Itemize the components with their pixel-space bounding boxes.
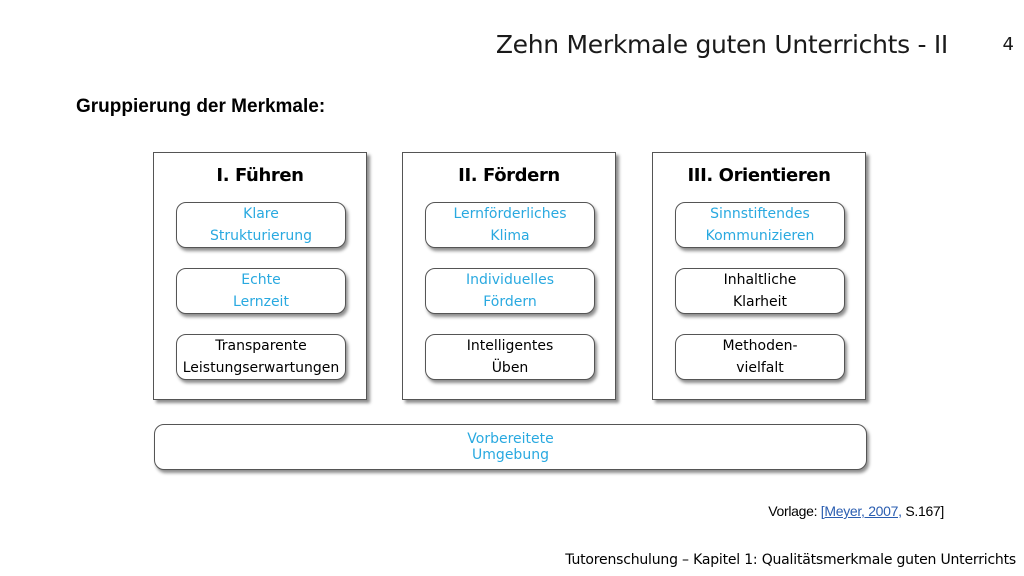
group-fuehren: I. Führen Klare Strukturierung Echte Ler…: [153, 152, 367, 400]
feature-line: Echte: [241, 272, 281, 288]
feature-box: Inhaltliche Klarheit: [675, 268, 845, 314]
feature-box: Transparente Leistungserwartungen: [176, 334, 346, 380]
feature-line: Klima: [490, 228, 530, 244]
source-link[interactable]: [Meyer, 2007,: [820, 503, 902, 519]
slide-title: Zehn Merkmale guten Unterrichts - II: [495, 30, 948, 59]
feature-box: Methoden- vielfalt: [675, 334, 845, 380]
feature-line: Sinnstiftendes: [710, 206, 810, 222]
feature-line: Kommunizieren: [705, 228, 815, 244]
feature-line: Methoden-: [722, 338, 798, 354]
feature-line: Lernzeit: [233, 294, 289, 310]
feature-line: Strukturierung: [209, 228, 313, 244]
feature-line: Klare: [243, 206, 279, 222]
feature-line: Lernförderliches: [453, 206, 567, 222]
section-heading: Gruppierung der Merkmale:: [76, 96, 326, 117]
feature-box: Lernförderliches Klima: [425, 202, 595, 248]
page-number: 4: [1002, 34, 1014, 55]
feature-line: Inhaltliche: [723, 272, 797, 288]
group-foerdern: II. Fördern Lernförderliches Klima Indiv…: [402, 152, 616, 400]
feature-line: Transparente: [215, 338, 307, 354]
feature-line: Individuelles: [465, 272, 554, 288]
source-citation: Vorlage: [Meyer, 2007, S.167]: [768, 503, 944, 519]
base-box: Vorbereitete Umgebung: [154, 424, 867, 470]
feature-line: Leistungserwartungen: [182, 360, 340, 376]
feature-line: Fördern: [483, 294, 537, 310]
group-title: III. Orientieren: [687, 165, 831, 186]
group-title: II. Fördern: [458, 165, 560, 186]
feature-box: Intelligentes Üben: [425, 334, 595, 380]
source-prefix: Vorlage:: [768, 503, 821, 519]
feature-line: vielfalt: [736, 360, 784, 376]
feature-box: Individuelles Fördern: [425, 268, 595, 314]
group-title: I. Führen: [216, 165, 304, 186]
footer-text: Tutorenschulung – Kapitel 1: Qualitätsme…: [565, 552, 1016, 568]
base-line: Umgebung: [472, 447, 549, 463]
feature-box: Sinnstiftendes Kommunizieren: [675, 202, 845, 248]
group-orientieren: III. Orientieren Sinnstiftendes Kommuniz…: [652, 152, 866, 400]
feature-box: Klare Strukturierung: [176, 202, 346, 248]
feature-line: Intelligentes: [466, 338, 554, 354]
feature-box: Echte Lernzeit: [176, 268, 346, 314]
feature-line: Üben: [491, 360, 529, 376]
feature-line: Klarheit: [732, 294, 788, 310]
base-line: Vorbereitete: [467, 431, 554, 447]
source-suffix: S.167]: [901, 503, 944, 519]
